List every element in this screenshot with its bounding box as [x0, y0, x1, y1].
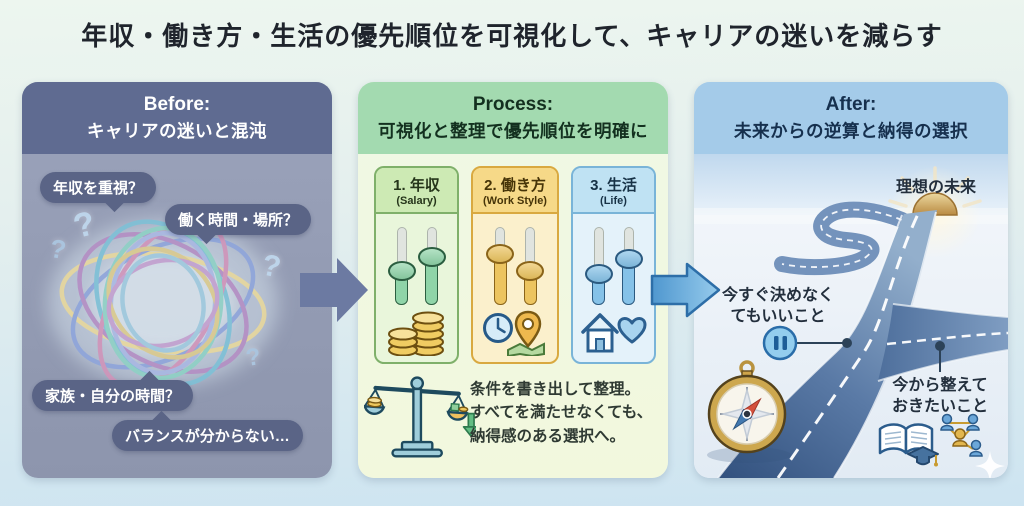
sparkle-icon [975, 451, 1005, 478]
book-icon [878, 423, 939, 467]
before-panel: Before: キャリアの迷いと混沌 ? ? ? ? 年収を重視？ 働く時間・場… [22, 82, 332, 478]
speech-bubble: 家族・自分の時間？ [32, 370, 194, 411]
salary-card: 1. 年収 (Salary) [374, 166, 459, 364]
workstyle-card: 2. 働き方 (Work Style) [471, 166, 559, 364]
prepare-now-label: 今から整えて おきたいこと [891, 377, 988, 415]
salary-card-body [376, 214, 457, 362]
process-header-line1: Process: [472, 93, 554, 115]
process-header-line2: 可視化と整理で優先順位を明確に [378, 120, 648, 141]
heart-icon [617, 317, 646, 344]
salary-card-header: 1. 年収 (Salary) [376, 168, 457, 214]
graduation-cap-icon [907, 446, 939, 467]
after-panel-header: After: 未来からの逆算と納得の選択 [694, 82, 1008, 154]
workstyle-card-body [473, 214, 557, 362]
after-panel: After: 未来からの逆算と納得の選択 [694, 82, 1008, 478]
process-summary: 条件を書き出して整理。 すべてを満たせなくても、 納得感のある選択へ。 [470, 378, 665, 448]
after-header-line1: After: [825, 93, 877, 115]
after-header-line2: 未来からの逆算と納得の選択 [734, 120, 968, 141]
balance-scale-icon [364, 376, 476, 458]
not-now-label: 今すぐ決めなく てもいいこと [721, 287, 834, 325]
life-card-body [573, 214, 654, 362]
process-panel: Process: 可視化と整理で優先順位を明確に 1. 年収 (Salary) [358, 82, 668, 478]
down-arrow-icon [462, 412, 476, 438]
flow-arrow-icon [650, 262, 721, 318]
clock-and-map-pin-icon [483, 310, 545, 356]
before-header-line2: キャリアの迷いと混沌 [87, 120, 267, 141]
before-header-line1: Before: [143, 93, 211, 115]
people-network-icon [940, 413, 983, 457]
summary-line: 納得感のある選択へ。 [470, 427, 626, 445]
salary-slider-1 [387, 227, 416, 305]
life-card-label: 3. 生活 [590, 176, 637, 194]
salary-slider-2 [417, 227, 446, 305]
life-card-header: 3. 生活 (Life) [573, 168, 654, 214]
page-title: 年収・働き方・生活の優先順位を可視化して、キャリアの迷いを減らす [81, 21, 943, 51]
workstyle-card-header: 2. 働き方 (Work Style) [473, 168, 557, 214]
bubble-text: 年収を重視？ [53, 180, 144, 197]
salary-card-label: 1. 年収 [393, 176, 440, 194]
before-panel-header: Before: キャリアの迷いと混沌 [22, 82, 332, 154]
life-slider-1 [584, 227, 613, 305]
summary-line: 条件を書き出して整理。 [470, 381, 641, 398]
ideal-future-label: 理想の未来 [895, 179, 976, 196]
bubble-text: 家族・自分の時間？ [45, 388, 181, 405]
tangled-threads-illustration [48, 217, 278, 389]
life-slider-2 [614, 227, 643, 305]
workstyle-card-sublabel: (Work Style) [483, 194, 547, 207]
compass-icon [707, 360, 791, 463]
salary-card-sublabel: (Salary) [396, 194, 437, 207]
speech-bubble: 働く時間・場所？ [165, 204, 312, 245]
house-icon [580, 313, 619, 353]
bubble-text: バランスが分からない… [125, 428, 290, 445]
house-and-heart-icon [580, 313, 646, 353]
bubble-text: 働く時間・場所？ [178, 212, 299, 229]
summary-line: すべてを満たせなくても、 [470, 404, 653, 422]
switchback-road [774, 201, 910, 276]
road-to-future-illustration [694, 154, 1008, 478]
life-card: 3. 生活 (Life) [571, 166, 656, 364]
pause-icon [762, 325, 798, 361]
map-pin-icon [507, 310, 545, 356]
workstyle-slider-2 [516, 227, 544, 305]
speech-bubble: バランスが分からない… [112, 410, 303, 451]
speech-bubble: 年収を重視？ [40, 172, 157, 213]
process-panel-header: Process: 可視化と整理で優先順位を明確に [358, 82, 668, 154]
life-card-sublabel: (Life) [600, 194, 627, 207]
coins-icon [387, 311, 444, 356]
workstyle-slider-1 [486, 227, 514, 305]
workstyle-card-label: 2. 働き方 [484, 176, 546, 194]
flow-arrow-icon [300, 258, 368, 322]
